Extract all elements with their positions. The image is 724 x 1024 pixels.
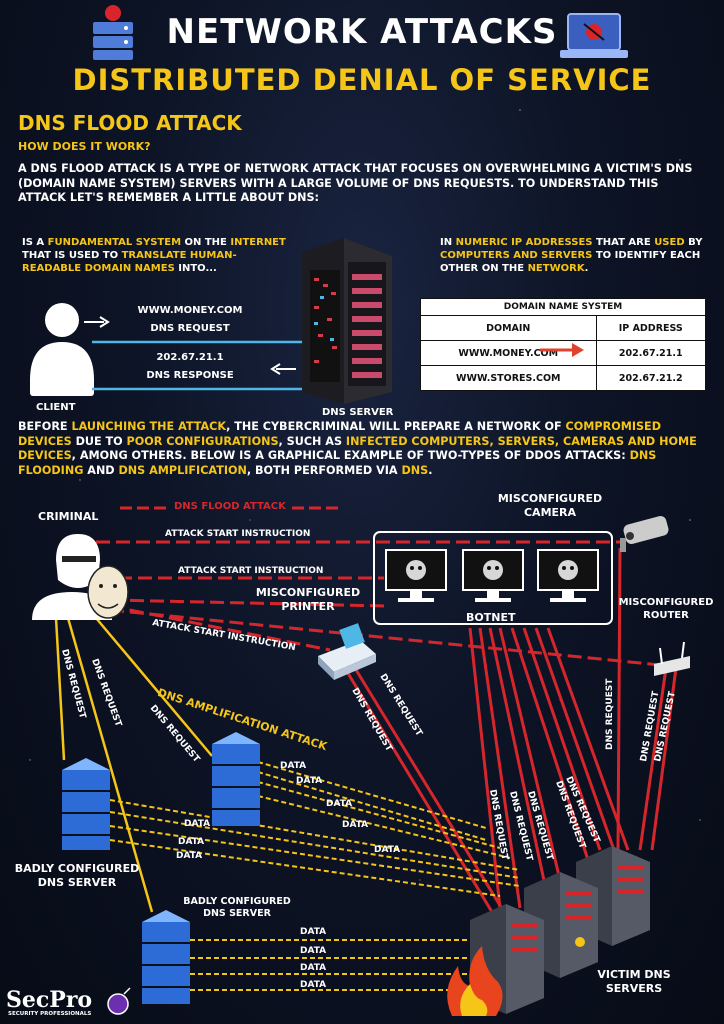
- amplification-request-lines: [54, 617, 213, 913]
- badly-configured-dns-label-2: BADLY CONFIGURED DNS SERVER: [183, 896, 291, 920]
- server-bug-icon: [93, 5, 133, 60]
- camera-label: MISCONFIGURED CAMERA: [497, 492, 603, 520]
- instruction-label: ATTACK START INSTRUCTION: [165, 529, 310, 539]
- amplification-data-lines: [109, 761, 521, 991]
- badly-configured-server-icon: [62, 758, 110, 850]
- data-labels: DATA DATA DATA DATA DATA DATA DATA DATA …: [176, 761, 400, 990]
- dns-table-cell-domain: WWW.STORES.COM: [420, 365, 597, 391]
- dns-explanation-left: IS A FUNDAMENTAL SYSTEM ON THE INTERNET …: [22, 237, 286, 274]
- badly-configured-dns-label-1: BADLY CONFIGURED DNS SERVER: [14, 862, 140, 890]
- data-label: DATA: [300, 927, 326, 937]
- badly-configured-server-icon: [142, 910, 190, 1004]
- data-label: DATA: [178, 837, 204, 847]
- amplifier-server-icon: [212, 732, 260, 826]
- criminal-icon: [32, 534, 129, 620]
- botnet-monitor-icon: [537, 549, 599, 602]
- data-label: DATA: [300, 980, 326, 990]
- data-label: DATA: [326, 799, 352, 809]
- data-label: DATA: [300, 946, 326, 956]
- dns-table-cell-domain: WWW.MONEY.COM: [420, 340, 597, 366]
- dns-table-header-domain: DOMAIN: [420, 315, 597, 341]
- section-heading: DNS FLOOD ATTACK: [18, 111, 242, 135]
- attack-instruction-lines: [96, 540, 661, 667]
- criminal-label: CRIMINAL: [38, 510, 99, 523]
- printer-label: MISCONFIGURED PRINTER: [255, 586, 361, 614]
- client-person-icon: [30, 303, 94, 396]
- botnet-monitor-icon: [385, 549, 447, 602]
- instruction-label: ATTACK START INSTRUCTION: [178, 566, 323, 576]
- botnet-paragraph: BEFORE LAUNCHING THE ATTACK, THE CYBERCR…: [18, 420, 697, 477]
- exchange-request: DNS REQUEST: [150, 323, 230, 334]
- botnet-label: BOTNET: [466, 611, 516, 624]
- intro-paragraph: A DNS FLOOD ATTACK IS A TYPE OF NETWORK …: [18, 162, 693, 205]
- botnet-frame: [373, 531, 613, 625]
- router-label: MISCONFIGURED ROUTER: [618, 597, 714, 621]
- exchange-response: DNS RESPONSE: [146, 370, 234, 381]
- data-label: DATA: [184, 819, 210, 829]
- printer-icon: [318, 623, 376, 680]
- section-question: HOW DOES IT WORK?: [18, 140, 151, 153]
- router-icon: [654, 641, 690, 676]
- brand-logo: SecPro: [6, 987, 93, 1013]
- dns-table-cell-ip: 202.67.21.2: [595, 365, 707, 391]
- data-label: DATA: [280, 761, 306, 771]
- data-label: DATA: [300, 963, 326, 973]
- exchange-ip: 202.67.21.1: [156, 352, 224, 363]
- client-label: CLIENT: [36, 402, 76, 413]
- page-title: NETWORK ATTACKS: [166, 12, 558, 52]
- dns-table-cell-ip: 202.67.21.1: [595, 340, 707, 366]
- laptop-bug-icon: [560, 13, 628, 58]
- exchange-domain: WWW.MONEY.COM: [137, 305, 243, 316]
- botnet-flood-lines: [338, 547, 678, 913]
- victim-dns-label: VICTIM DNS SERVERS: [597, 968, 671, 996]
- flood-attack-label: DNS FLOOD ATTACK: [174, 501, 286, 512]
- data-label: DATA: [296, 776, 322, 786]
- dns-server-rack-icon: [302, 238, 392, 404]
- fire-icon: [447, 946, 503, 1016]
- bomb-icon: [107, 987, 131, 1015]
- dns-server-label: DNS SERVER: [322, 407, 394, 418]
- data-label: DATA: [176, 851, 202, 861]
- botnet-monitor-icon: [462, 549, 524, 602]
- data-label: DATA: [374, 845, 400, 855]
- page-subtitle: DISTRIBUTED DENIAL OF SERVICE: [72, 63, 652, 97]
- brand-tagline: SECURITY PROFESSIONALS: [8, 1011, 92, 1017]
- camera-icon: [620, 515, 669, 552]
- request-label: DNS REQUEST: [605, 678, 615, 750]
- dns-explanation-right: IN NUMERIC IP ADDRESSES THAT ARE USED BY…: [440, 237, 703, 274]
- data-label: DATA: [342, 820, 368, 830]
- response-arrow-icon: [270, 363, 296, 375]
- client-arrow-icon: [84, 316, 110, 328]
